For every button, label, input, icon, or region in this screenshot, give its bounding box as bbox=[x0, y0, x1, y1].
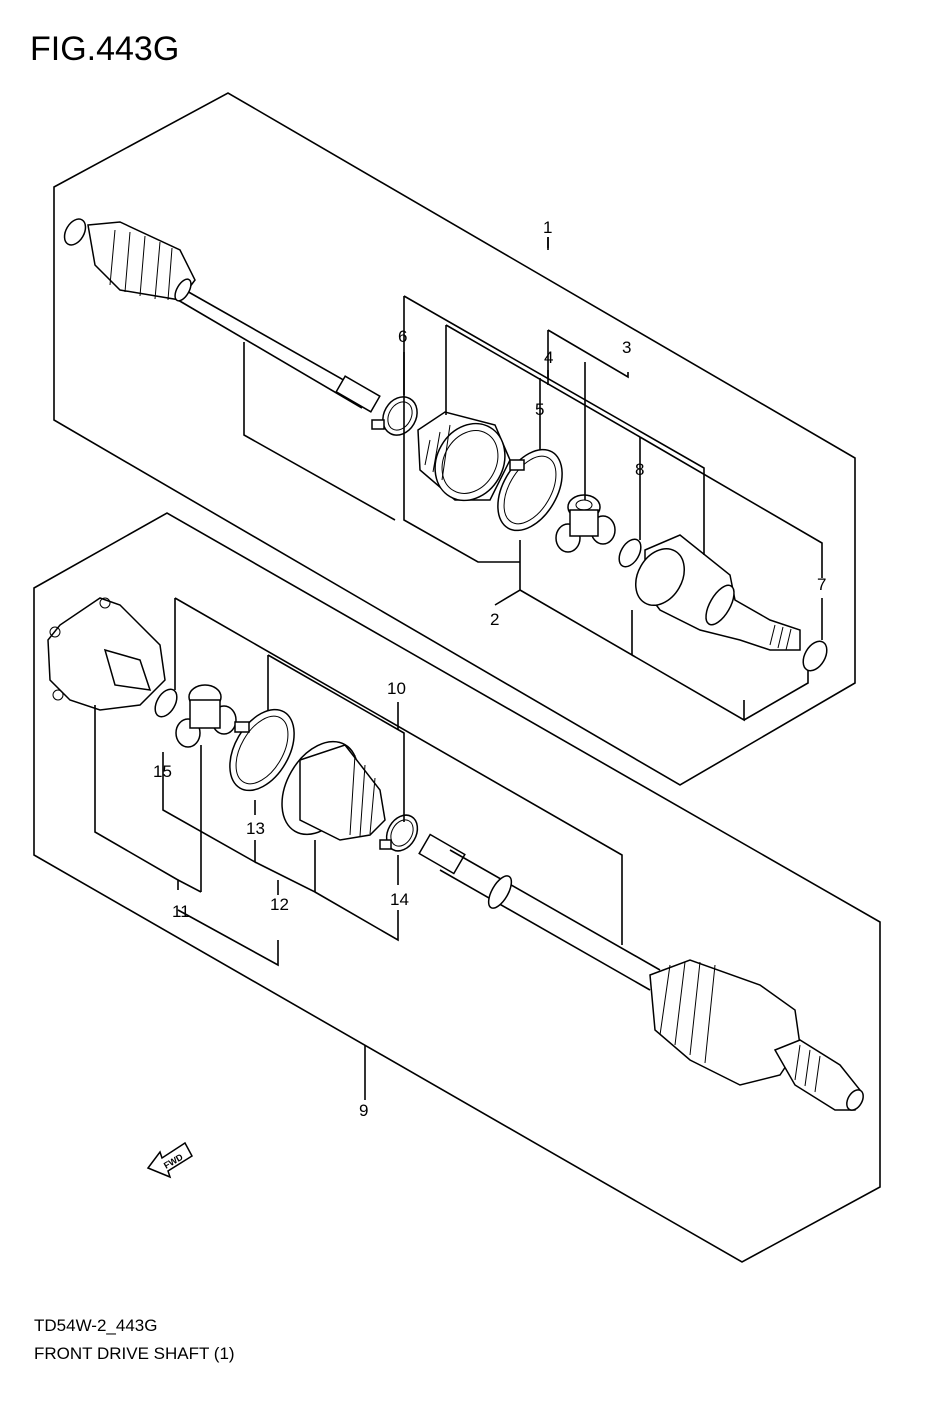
callout-13: 13 bbox=[246, 819, 265, 838]
upper-assembly-frame bbox=[53, 92, 856, 786]
tripod-joint-part bbox=[555, 494, 616, 553]
callout-15: 15 bbox=[153, 762, 172, 781]
upper-assembly-group: 1 2 3 4 5 6 7 8 bbox=[53, 92, 856, 786]
figure-title: FIG.443G bbox=[30, 30, 180, 68]
callout-14: 14 bbox=[390, 890, 409, 909]
upper-leader-lines bbox=[243, 237, 823, 722]
snap-ring-8-part bbox=[618, 538, 642, 568]
lower-assembly-group: 10 11 12 13 14 15 9 bbox=[33, 512, 881, 1263]
callout-8: 8 bbox=[635, 460, 644, 479]
callout-3: 3 bbox=[622, 338, 631, 357]
callout-2: 2 bbox=[490, 610, 499, 629]
lower-assembly-frame bbox=[33, 512, 881, 1263]
forward-direction-arrow-icon: FWD bbox=[146, 1141, 193, 1179]
flange-housing-part bbox=[47, 597, 166, 711]
inner-boot-part bbox=[417, 411, 511, 502]
footer-code: TD54W-2_443G bbox=[34, 1316, 158, 1335]
upper-outer-cv-joint-part bbox=[63, 218, 381, 413]
lower-boot-part bbox=[281, 740, 386, 841]
circlip-7-part bbox=[802, 640, 828, 672]
callout-11: 11 bbox=[172, 902, 190, 921]
lower-leader-lines bbox=[94, 597, 623, 1100]
callout-10: 10 bbox=[387, 679, 406, 698]
callout-6: 6 bbox=[398, 327, 407, 346]
lower-small-clamp-part bbox=[379, 814, 419, 852]
large-boot-clamp-part bbox=[497, 448, 563, 532]
small-boot-clamp-part bbox=[371, 396, 418, 436]
callout-7: 7 bbox=[817, 575, 826, 594]
callout-5: 5 bbox=[535, 400, 544, 419]
callout-12: 12 bbox=[270, 895, 289, 914]
snap-ring-15-part bbox=[154, 688, 178, 718]
footer-name: FRONT DRIVE SHAFT (1) bbox=[34, 1344, 235, 1363]
callout-1: 1 bbox=[543, 218, 552, 237]
lower-tripod-part bbox=[175, 684, 237, 748]
lower-shaft-and-outer-joint-part bbox=[418, 833, 864, 1111]
lower-large-clamp-part bbox=[229, 708, 295, 792]
callout-9: 9 bbox=[359, 1101, 368, 1120]
callout-4: 4 bbox=[544, 348, 553, 367]
inner-joint-housing-part bbox=[635, 534, 801, 651]
